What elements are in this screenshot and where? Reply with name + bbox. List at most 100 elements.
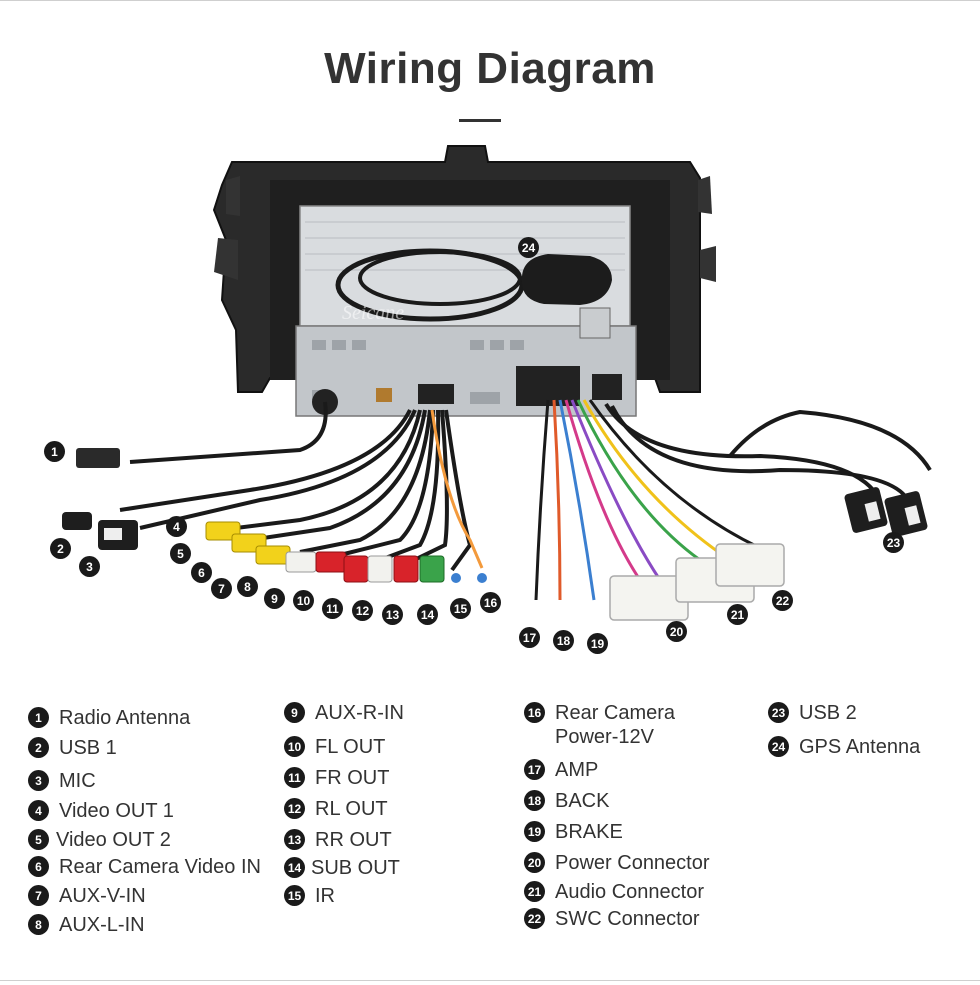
callout-6: 6 xyxy=(191,562,212,583)
head-unit-illustration xyxy=(62,145,932,621)
legend-label: RL OUT xyxy=(315,798,388,820)
legend-label: GPS Antenna xyxy=(799,736,921,758)
legend-label: Video OUT 2 xyxy=(56,829,171,851)
wiring-diagram-illustration: Seicane 1 2 3 4 5 6 7 8 9 10 11 12 13 14… xyxy=(44,145,932,654)
callout-21: 21 xyxy=(727,604,748,625)
radio-antenna-cable xyxy=(129,401,328,464)
callout-11: 11 xyxy=(322,598,343,619)
legend-item: 20 Power Connector xyxy=(524,851,710,875)
legend-label: Power Connector xyxy=(555,852,710,874)
legend-number: 14 xyxy=(284,857,305,878)
legend-label: AMP xyxy=(555,759,599,781)
legend-number: 4 xyxy=(28,800,49,821)
legend-number: 13 xyxy=(284,829,305,850)
callout-2: 2 xyxy=(50,538,71,559)
legend-label: AUX-L-IN xyxy=(59,914,145,936)
callout-23: 23 xyxy=(883,532,904,553)
callout-15: 15 xyxy=(450,598,471,619)
legend-label: IR xyxy=(315,885,335,907)
legend-label: BRAKE xyxy=(555,821,623,843)
legend-number: 6 xyxy=(28,856,49,877)
legend-label: RR OUT xyxy=(315,829,392,851)
legend-item: 15 IR xyxy=(284,884,335,908)
gps-antenna-module xyxy=(521,254,612,305)
legend-label: MIC xyxy=(59,770,96,792)
callout-24: 24 xyxy=(518,237,539,258)
legend-label: SWC Connector xyxy=(555,908,700,930)
top-divider xyxy=(0,0,980,1)
legend-number: 11 xyxy=(284,767,305,788)
callout-18: 18 xyxy=(553,630,574,651)
legend-label: Rear Camera Video IN xyxy=(59,856,261,878)
legend-number: 20 xyxy=(524,852,545,873)
legend-number: 9 xyxy=(284,702,305,723)
callout-3: 3 xyxy=(79,556,100,577)
legend-number: 10 xyxy=(284,736,305,757)
legend-item: 10 FL OUT xyxy=(284,735,385,759)
legend-number: 16 xyxy=(524,702,545,723)
legend-number: 15 xyxy=(284,885,305,906)
legend-number: 22 xyxy=(524,908,545,929)
page-title: Wiring Diagram xyxy=(324,44,656,93)
legend-item: 17 AMP xyxy=(524,758,598,782)
callout-14: 14 xyxy=(417,604,438,625)
callout-16: 16 xyxy=(480,592,501,613)
legend-item: 22 SWC Connector xyxy=(524,907,700,931)
legend-item: 7 AUX-V-IN xyxy=(28,884,146,908)
bottom-divider xyxy=(0,980,980,981)
callout-10: 10 xyxy=(293,590,314,611)
rca-plugs xyxy=(205,521,487,583)
watermark: Seicane xyxy=(342,302,405,324)
legend-number: 2 xyxy=(28,737,49,758)
legend-item: 5 Video OUT 2 xyxy=(28,828,171,852)
legend-number: 1 xyxy=(28,707,49,728)
callout-20: 20 xyxy=(666,621,687,642)
callout-13: 13 xyxy=(382,604,403,625)
iso-connectors xyxy=(609,543,785,621)
legend-number: 21 xyxy=(524,881,545,902)
legend-item: 6 Rear Camera Video IN xyxy=(28,855,261,879)
legend-label: AUX-V-IN xyxy=(59,885,146,907)
main-harness-cables xyxy=(119,409,473,572)
legend-number: 12 xyxy=(284,798,305,819)
legend-label: USB 2 xyxy=(799,702,857,724)
legend-label: AUX-R-IN xyxy=(315,702,404,724)
legend-number: 24 xyxy=(768,736,789,757)
legend-number: 17 xyxy=(524,759,545,780)
legend-number: 5 xyxy=(28,829,49,850)
usb2-cables xyxy=(604,402,932,506)
title-underline xyxy=(459,119,501,122)
legend-item: 3 MIC xyxy=(28,769,96,793)
legend-item: 14 SUB OUT xyxy=(284,856,400,880)
legend-label: USB 1 xyxy=(59,737,117,759)
callout-17: 17 xyxy=(519,627,540,648)
legend-item: 13 RR OUT xyxy=(284,828,392,852)
legend-number: 7 xyxy=(28,885,49,906)
legend-item: 9 AUX-R-IN xyxy=(284,701,404,725)
legend-item: 11 FR OUT xyxy=(284,766,389,790)
legend-item: 16 Rear Camera Power-12V xyxy=(524,701,705,749)
callout-8: 8 xyxy=(237,576,258,597)
legend-item: 1 Radio Antenna xyxy=(28,706,190,730)
legend-label: Audio Connector xyxy=(555,881,704,903)
legend-item: 21 Audio Connector xyxy=(524,880,704,904)
legend-number: 23 xyxy=(768,702,789,723)
callout-22: 22 xyxy=(772,590,793,611)
legend-number: 3 xyxy=(28,770,49,791)
legend-number: 18 xyxy=(524,790,545,811)
legend-label: SUB OUT xyxy=(311,857,400,879)
callout-12: 12 xyxy=(352,600,373,621)
legend-item: 18 BACK xyxy=(524,789,609,813)
legend-label: FR OUT xyxy=(315,767,390,789)
legend-item: 24 GPS Antenna xyxy=(768,735,920,759)
callout-4: 4 xyxy=(166,516,187,537)
legend-item: 2 USB 1 xyxy=(28,736,117,760)
power-harness-wires xyxy=(534,399,761,601)
legend-label: Video OUT 1 xyxy=(59,800,174,822)
legend-item: 23 USB 2 xyxy=(768,701,857,725)
legend-item: 19 BRAKE xyxy=(524,820,623,844)
legend-item: 12 RL OUT xyxy=(284,797,388,821)
legend-item: 4 Video OUT 1 xyxy=(28,799,174,823)
legend-label: BACK xyxy=(555,790,610,812)
legend-number: 8 xyxy=(28,914,49,935)
